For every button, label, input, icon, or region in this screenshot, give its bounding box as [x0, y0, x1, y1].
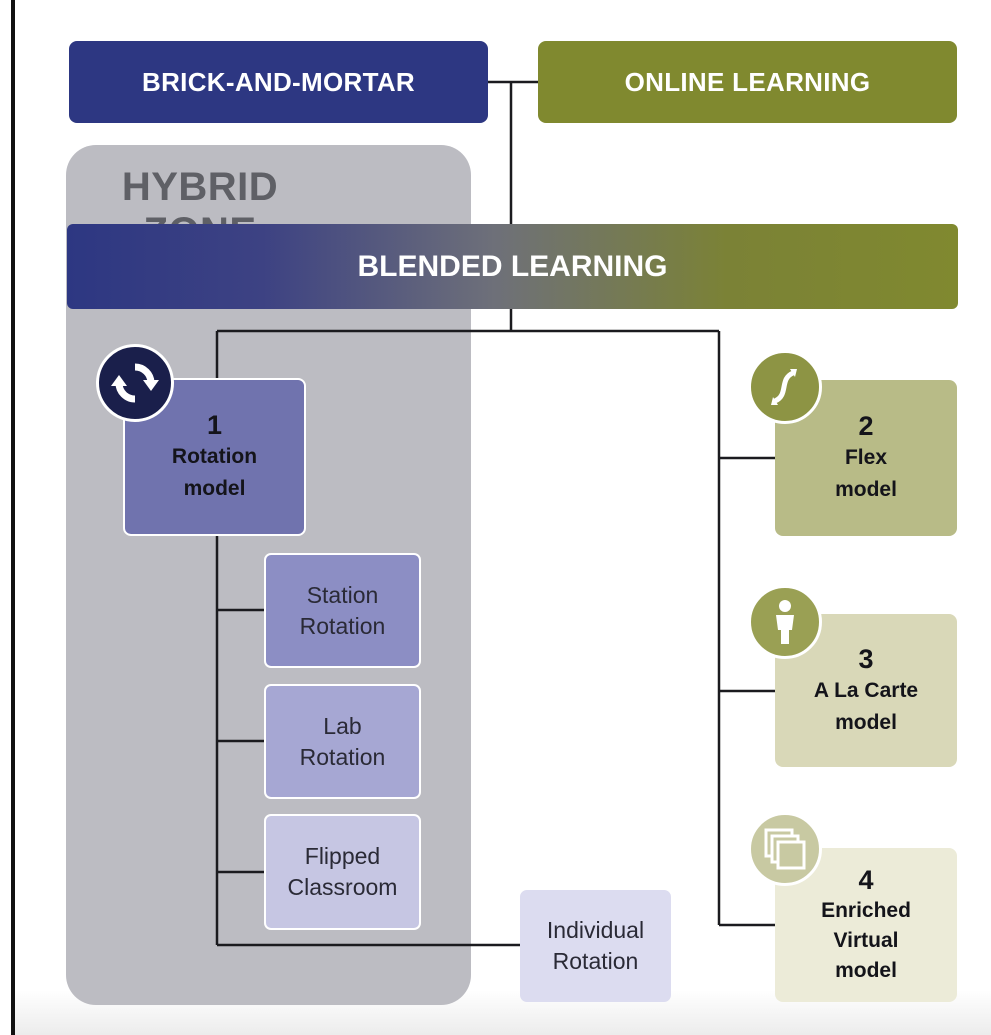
submodel-line1: Station [306, 581, 379, 608]
model-name: A La Carte [813, 678, 919, 702]
brick-and-mortar-header: BRICK-AND-MORTAR [69, 41, 488, 123]
left-border-rule [11, 0, 15, 1035]
stacked-squares-icon [748, 812, 822, 886]
model-name-suffix: model [183, 477, 246, 500]
submodel-line2: Classroom [287, 874, 398, 900]
submodel-line2: Rotation [299, 743, 386, 770]
flex-model-box: 2 Flex model [775, 380, 957, 536]
rotation-arrows-icon [96, 344, 174, 422]
submodel-line1: Individual [546, 917, 645, 943]
model-name-suffix: model [835, 959, 897, 982]
submodel-line1: Flipped [304, 843, 381, 869]
online-learning-header: ONLINE LEARNING [538, 41, 957, 123]
model-name-suffix: model [835, 710, 897, 734]
model-name: Enriched [821, 899, 911, 922]
model-name-suffix: model [835, 478, 897, 501]
model-name: Rotation [171, 445, 258, 468]
submodel-line2: Rotation [552, 948, 639, 974]
submodel-line2: Rotation [299, 612, 386, 639]
person-icon [748, 585, 822, 659]
blended-learning-banner: BLENDED LEARNING [67, 224, 958, 309]
model-number: 3 [858, 643, 874, 674]
submodel-line1: Lab [323, 712, 362, 739]
flex-curve-icon [748, 350, 822, 424]
model-number: 4 [858, 865, 874, 895]
model-name: Flex [844, 446, 888, 469]
model-name-line2: Virtual [833, 929, 899, 952]
model-number: 1 [206, 410, 223, 440]
model-number: 2 [858, 411, 874, 441]
